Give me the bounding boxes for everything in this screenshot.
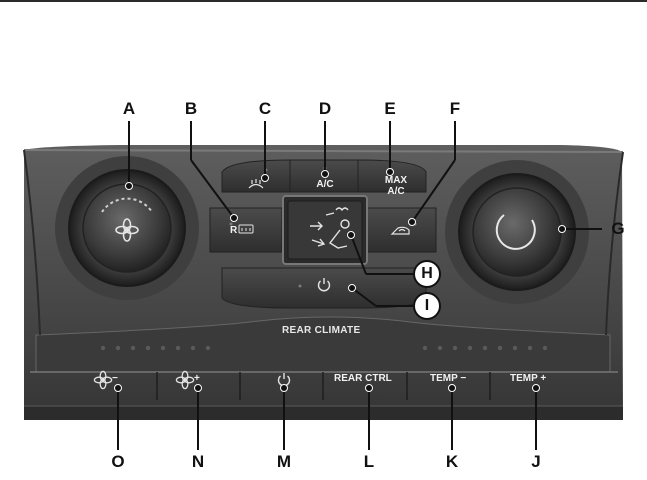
fan-icon [115, 218, 139, 242]
temperature-knob[interactable] [445, 160, 589, 304]
rear-button-dividers [156, 372, 491, 400]
callout-j: J [531, 452, 541, 471]
max-label-line1: MAX [385, 175, 408, 186]
callout-l: L [363, 452, 375, 471]
callout-e: E [384, 99, 396, 118]
fan-speed-knob[interactable] [55, 156, 199, 300]
seat-airflow-icon [310, 207, 350, 249]
rear-defrost-button[interactable]: R [230, 224, 254, 236]
rear-fan-minus-label[interactable]: − [112, 373, 118, 384]
rear-fan-plus-label[interactable]: + [194, 373, 200, 384]
rear-recirc-letter: R [230, 225, 238, 236]
leader-lines [117, 121, 602, 450]
max-label-line2: A/C [387, 186, 404, 197]
rear-ctrl-button[interactable]: REAR CTRL [334, 373, 392, 384]
defrost-icon [248, 179, 264, 189]
recirculation-icon [390, 226, 410, 235]
rear-climate-title: REAR CLIMATE [282, 325, 361, 336]
right-led-row [422, 345, 548, 351]
callout-a: A [122, 99, 136, 118]
rear-fan-minus-icon [93, 370, 113, 390]
ac-label: A/C [316, 179, 333, 190]
callout-h: H [413, 260, 441, 288]
power-icon [317, 278, 331, 292]
left-led-row [100, 345, 211, 351]
callout-c: C [258, 99, 272, 118]
ac-button[interactable]: A/C [316, 179, 333, 190]
callout-g: G [611, 219, 625, 238]
top-rule [0, 0, 647, 2]
callout-d: D [318, 99, 332, 118]
recirculation-button[interactable] [390, 226, 410, 235]
rear-fan-plus-icon [175, 370, 195, 390]
rear-temp-minus-button[interactable]: TEMP − [430, 373, 467, 384]
center-cluster [209, 159, 437, 309]
callout-n: N [191, 452, 205, 471]
rear-defrost-icon [238, 224, 254, 234]
callout-k: K [445, 452, 459, 471]
front-power-button[interactable] [317, 278, 331, 292]
callout-b: B [184, 99, 198, 118]
callout-m: M [276, 452, 292, 471]
leader-endpoints [114, 168, 566, 392]
max-ac-button[interactable]: MAX A/C [385, 175, 408, 197]
rear-temp-plus-button[interactable]: TEMP + [510, 373, 547, 384]
callout-o: O [111, 452, 125, 471]
defrost-button[interactable] [248, 179, 264, 189]
callout-i: I [413, 292, 441, 320]
rear-climate-strip [100, 345, 548, 400]
airflow-mode-display[interactable] [310, 207, 350, 249]
callout-f: F [449, 99, 461, 118]
